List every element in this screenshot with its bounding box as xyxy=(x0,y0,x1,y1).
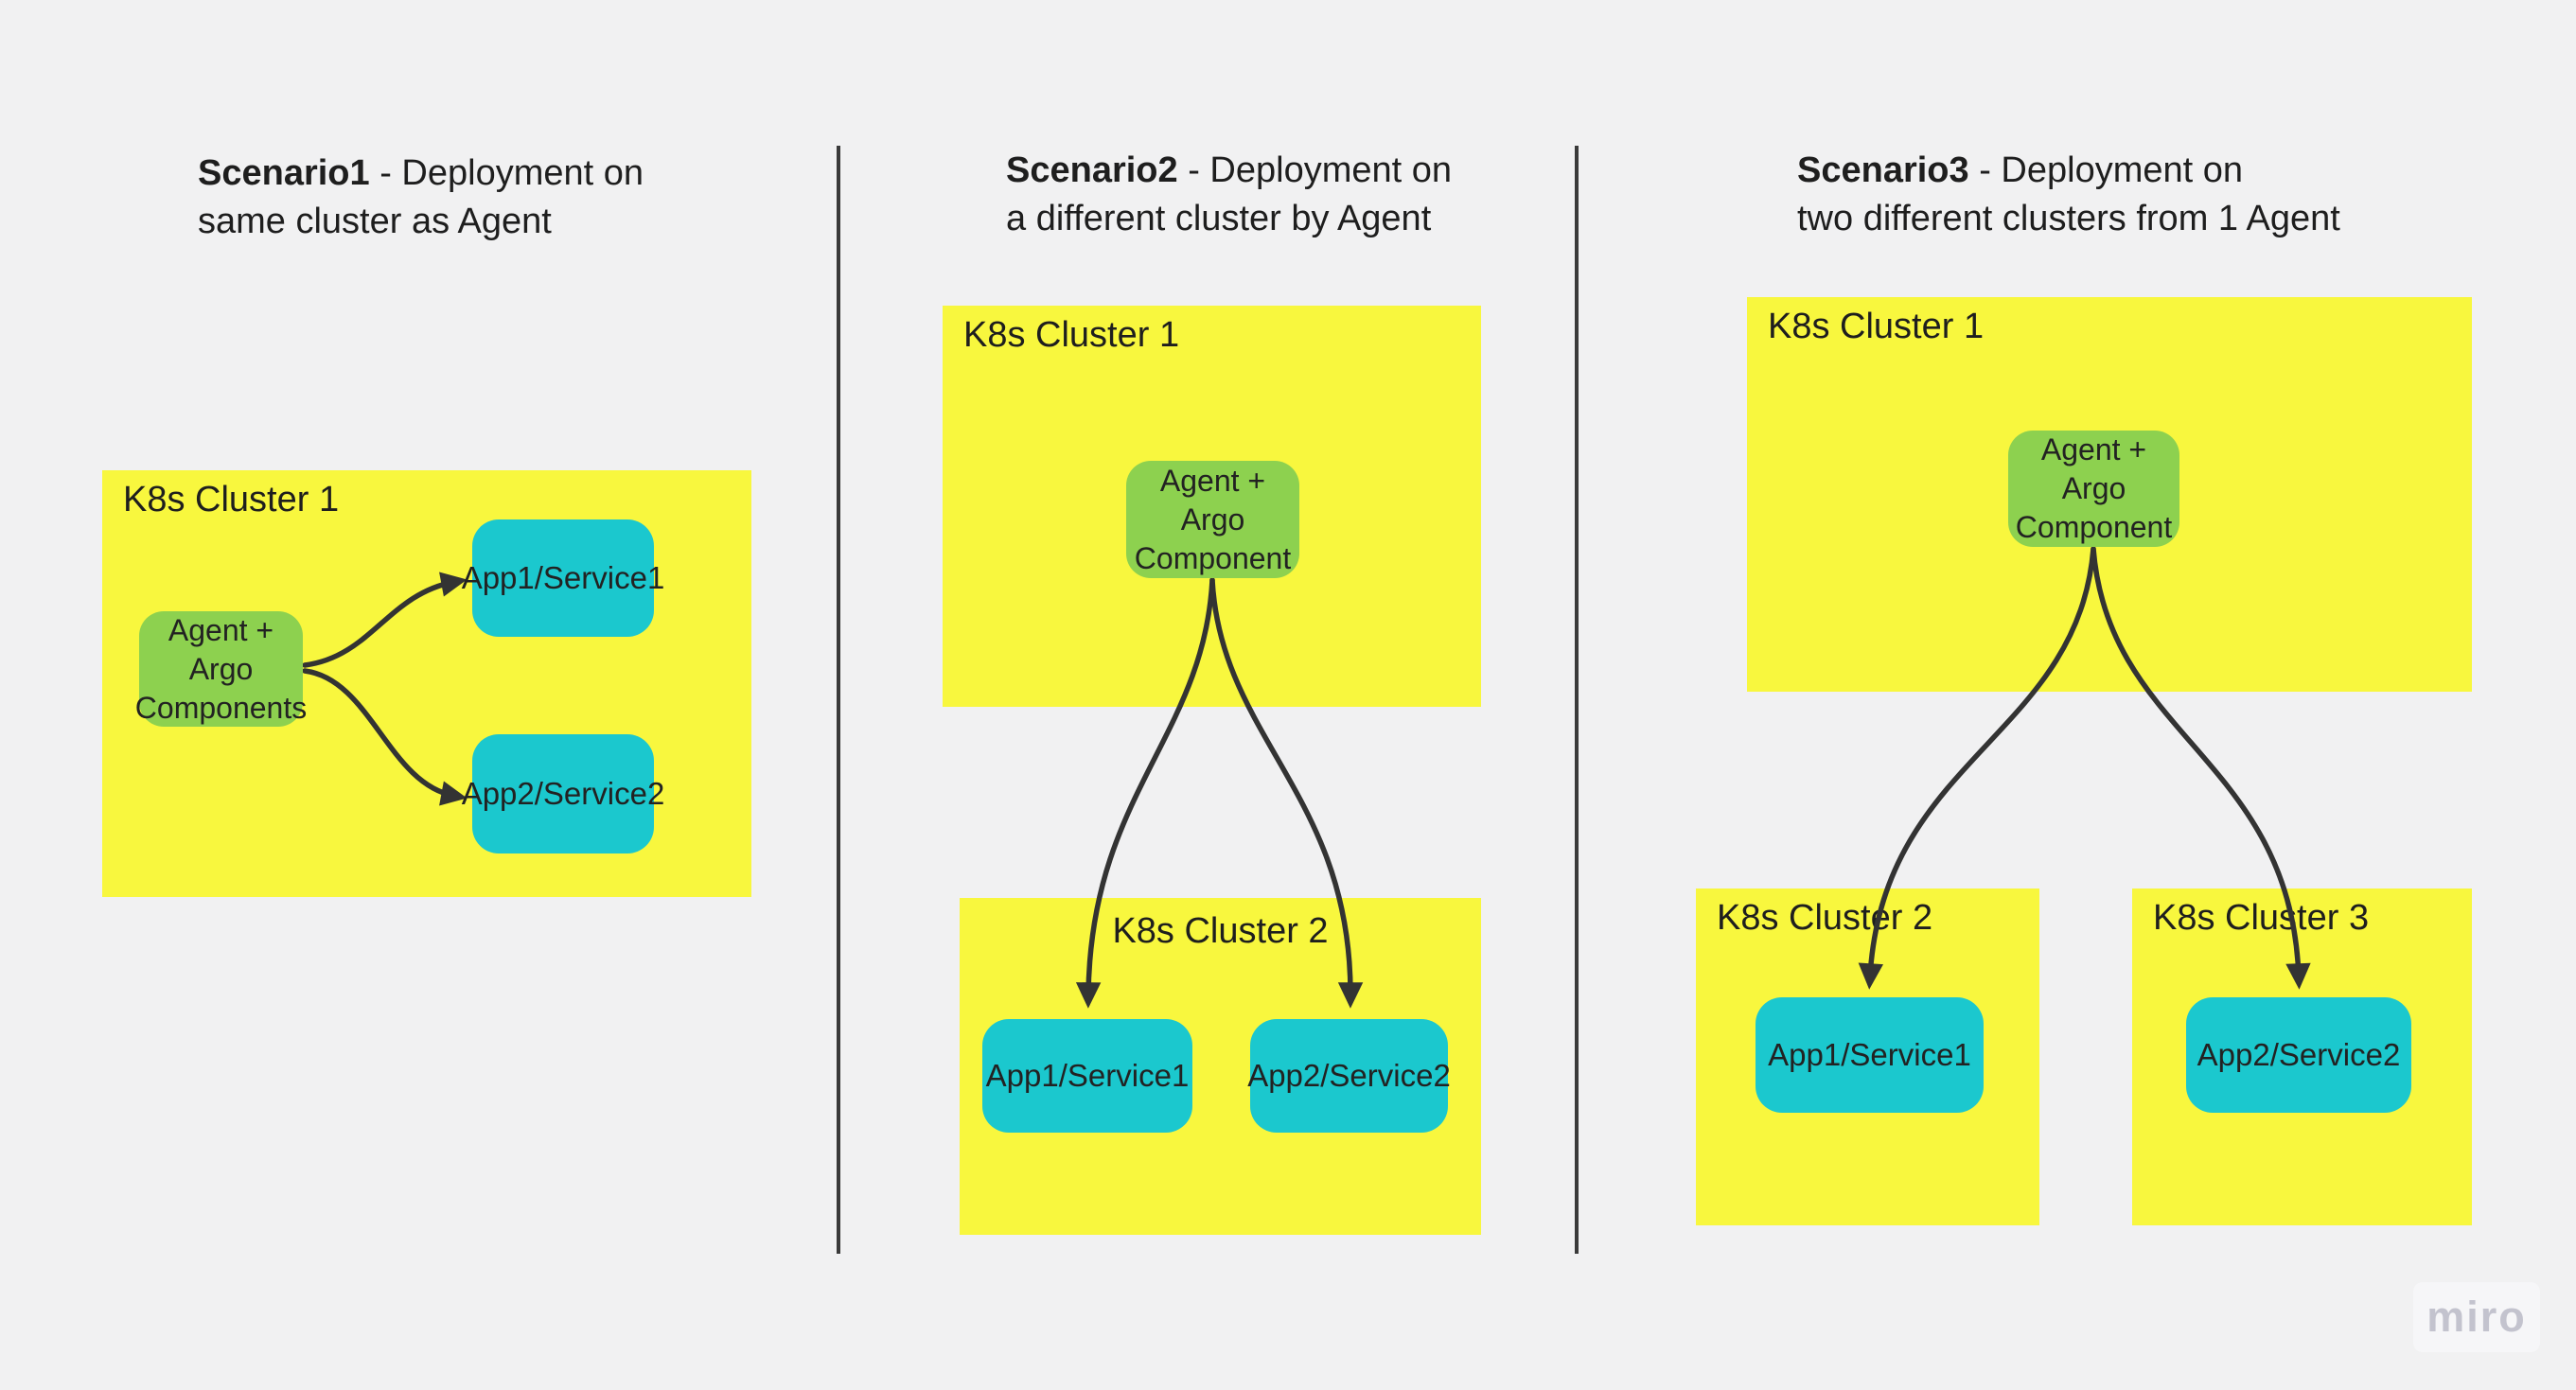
s1-agent-node[interactable]: Agent + Argo Components xyxy=(135,611,307,727)
miro-watermark[interactable]: miro xyxy=(2413,1282,2540,1352)
s3-cluster1-label: K8s Cluster 1 xyxy=(1768,307,1985,346)
scenario3-title[interactable]: Scenario3 - Deployment on two different … xyxy=(1797,147,2340,243)
scenario2-title-line1: Scenario2 - Deployment on xyxy=(1006,147,1452,195)
s3-agent-node[interactable]: Agent + Argo Component xyxy=(2008,431,2179,547)
s2-app2-node[interactable]: App2/Service2 xyxy=(1247,1019,1451,1133)
scenario2-title-rest: - Deployment on xyxy=(1177,150,1453,190)
s2-agent-node[interactable]: Agent + Argo Component xyxy=(1126,461,1299,578)
scenario2-title-bold: Scenario2 xyxy=(1006,150,1178,190)
scenario1-title[interactable]: Scenario1 - Deployment on same cluster a… xyxy=(198,150,644,246)
s1-app2-node[interactable]: App2/Service2 xyxy=(462,734,664,853)
scenario2-title-line2: a different cluster by Agent xyxy=(1006,199,1432,238)
divider-line-1[interactable] xyxy=(837,146,840,1254)
scenario1-title-rest: - Deployment on xyxy=(369,153,644,193)
scenario3-title-rest: - Deployment on xyxy=(1968,150,2244,190)
scenario1-title-bold: Scenario1 xyxy=(198,153,370,193)
scenario3-title-line2: two different clusters from 1 Agent xyxy=(1797,199,2340,238)
s2-app1-node[interactable]: App1/Service1 xyxy=(982,1019,1192,1133)
s2-cluster1-label: K8s Cluster 1 xyxy=(963,315,1180,355)
s1-cluster1-label: K8s Cluster 1 xyxy=(123,480,340,519)
scenario1-title-line1: Scenario1 - Deployment on xyxy=(198,150,644,198)
s1-app1-node[interactable]: App1/Service1 xyxy=(462,519,664,637)
scenario1-title-line2: same cluster as Agent xyxy=(198,202,552,241)
s3-app1-node[interactable]: App1/Service1 xyxy=(1756,997,1984,1113)
s3-cluster2-label: K8s Cluster 2 xyxy=(1717,898,1933,938)
scenario2-title[interactable]: Scenario2 - Deployment on a different cl… xyxy=(1006,147,1452,243)
s3-app2-node[interactable]: App2/Service2 xyxy=(2186,997,2411,1113)
scenario3-title-bold: Scenario3 xyxy=(1797,150,1969,190)
divider-line-2[interactable] xyxy=(1575,146,1579,1254)
miro-logo: miro xyxy=(2426,1293,2527,1341)
scenario3-title-line1: Scenario3 - Deployment on xyxy=(1797,147,2340,195)
s3-cluster3-label: K8s Cluster 3 xyxy=(2153,898,2370,938)
s2-cluster2-label: K8s Cluster 2 xyxy=(1112,911,1329,951)
